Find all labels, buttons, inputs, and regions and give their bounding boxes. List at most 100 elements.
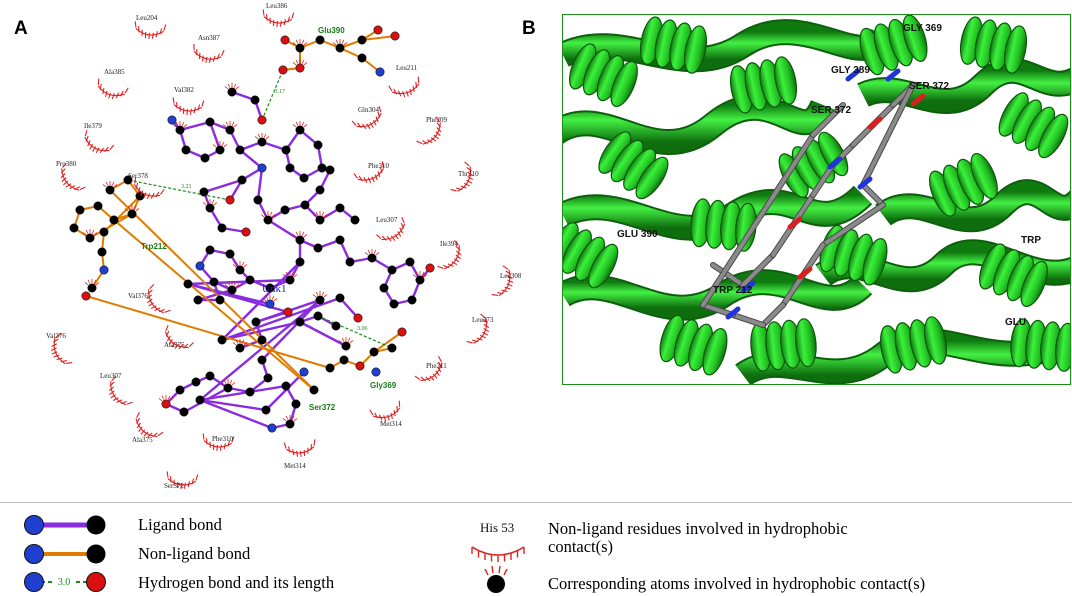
- carbon-atom: [295, 257, 305, 267]
- carbon-atom: [199, 187, 209, 197]
- oxygen-atom: [353, 313, 363, 323]
- hydrophobic-residue-label: Pro380: [56, 160, 77, 168]
- heteroatom-stick: [740, 280, 756, 294]
- carbon-atom: [335, 235, 345, 245]
- carbon-atom: [205, 203, 215, 213]
- carbon-atom: [175, 125, 185, 135]
- oxygen-atom: [397, 327, 407, 337]
- residue-label-3d: GLU: [1005, 317, 1026, 328]
- carbon-atom: [75, 205, 85, 215]
- hydrophobic-atom-spokes: [364, 249, 380, 256]
- helix: [979, 243, 1048, 308]
- hydrophobic-residue-label: Phe310: [368, 162, 390, 170]
- ligand-bond: [197, 288, 233, 302]
- heteroatom-stick: [797, 266, 813, 280]
- heteroatom-stick: [827, 156, 843, 170]
- hydrophobic-residue-label: Phe310: [212, 435, 234, 443]
- oxygen-atom: [81, 291, 91, 301]
- helix: [819, 224, 888, 286]
- hydrophobic-residue-arc: [133, 177, 165, 200]
- panel-a-letter: A: [14, 18, 28, 39]
- oxygen-atom: [283, 307, 293, 317]
- ligand-bond: [239, 149, 263, 169]
- hydrophobic-residue-label: Ile379: [84, 122, 102, 130]
- legend-non-ligand-bond: Non-ligand bond: [138, 544, 251, 563]
- panel-b-letter: B: [522, 18, 536, 39]
- hydrophobic-residue-arc: [491, 265, 514, 297]
- hydrophobic-atom-spokes: [262, 295, 278, 302]
- carbon-atom: [227, 87, 237, 97]
- hydrophobic-residue-label: Asn387: [198, 34, 220, 42]
- hydrophobic-residue-label: Leu307: [100, 372, 122, 380]
- nitrogen-atom: [99, 265, 109, 275]
- hydrophobic-residue-label: Val376: [128, 292, 148, 300]
- helix: [750, 318, 817, 372]
- hbond-length: 3.21: [181, 184, 192, 190]
- hydrophobic-arc-layer: [50, 9, 514, 489]
- carbon-atom: [341, 341, 351, 351]
- non-ligand-bond: [373, 331, 403, 353]
- carbon-atom: [263, 215, 273, 225]
- hydrogen-bond: [261, 69, 284, 121]
- heteroatom-stick: [845, 68, 861, 82]
- hydrophobic-residue-arc: [351, 106, 382, 130]
- hydrophobic-residue-label: Leu204: [136, 14, 158, 22]
- ligand-bond: [199, 398, 267, 412]
- carbon-atom: [109, 215, 119, 225]
- non-ligand-bond: [103, 195, 141, 233]
- carbon-atom: [263, 373, 273, 383]
- hydrophobic-residue-arc: [166, 471, 199, 489]
- corresponding-atom-icon: [484, 565, 508, 593]
- residue-label-3d: TRP 212: [713, 285, 753, 296]
- oxygen-atom: [295, 63, 305, 73]
- hbond-residue-label: Glu390: [318, 26, 345, 35]
- carbon-atom: [315, 185, 325, 195]
- carbon-atom: [369, 347, 379, 357]
- residue-label-3d: TRP: [1021, 235, 1041, 246]
- hbond-length: 3.06: [357, 326, 368, 332]
- hydrophobic-residue-arc: [97, 78, 129, 100]
- carbon-atom: [345, 257, 355, 267]
- carbon-atom: [195, 395, 205, 405]
- hbond-residue-label: Trp212: [141, 242, 167, 251]
- non-ligand-bond: [109, 189, 315, 391]
- ligand-bond: [203, 178, 243, 194]
- ligand-stick: [861, 183, 885, 207]
- carbon-atom: [367, 253, 377, 263]
- hydrophobic-atom-spokes: [312, 291, 328, 298]
- ribbon: [563, 21, 893, 71]
- hydrophobic-residue-label: Phe311: [426, 362, 447, 370]
- helix: [879, 316, 948, 374]
- hydrophobic-atom-spokes: [220, 379, 236, 386]
- carbon-atom: [191, 377, 201, 387]
- carbon-atom: [235, 145, 245, 155]
- nitrogen-atom: [167, 115, 177, 125]
- hydrophobic-atom-spokes: [82, 229, 98, 236]
- carbon-atom: [93, 201, 103, 211]
- helix: [998, 92, 1069, 159]
- carbon-atom: [295, 125, 305, 135]
- helix: [959, 16, 1028, 74]
- hydrophobic-residue-arc: [283, 439, 316, 457]
- legend-non-ligand-residues-line1: Non-ligand residues involved in hydropho…: [548, 519, 848, 538]
- ribbon: [563, 96, 834, 154]
- carbon-atom: [315, 215, 325, 225]
- heteroatom-stick: [787, 216, 803, 230]
- hydrophobic-residue-icon: His 53: [471, 520, 525, 562]
- carbon-atom: [69, 223, 79, 233]
- carbon-atom: [223, 383, 233, 393]
- carbon-atom: [209, 277, 219, 287]
- hbond-residue-label: Ser372: [309, 403, 336, 412]
- carbon-atom: [299, 173, 309, 183]
- legend-hbond: Hydrogen bond and its length: [138, 573, 335, 592]
- carbon-atom: [105, 185, 115, 195]
- hydrophobic-residue-label: Leu307: [376, 216, 398, 224]
- hydrophobic-residue-arc: [466, 313, 490, 344]
- carbon-atom: [387, 343, 397, 353]
- ligand-stick: [811, 163, 835, 197]
- ligand-stick: [731, 313, 765, 327]
- hydrophobic-atom-spokes: [282, 415, 298, 422]
- carbon-atom: [313, 140, 323, 150]
- hydrophobic-residue-label: Ala375: [132, 436, 153, 444]
